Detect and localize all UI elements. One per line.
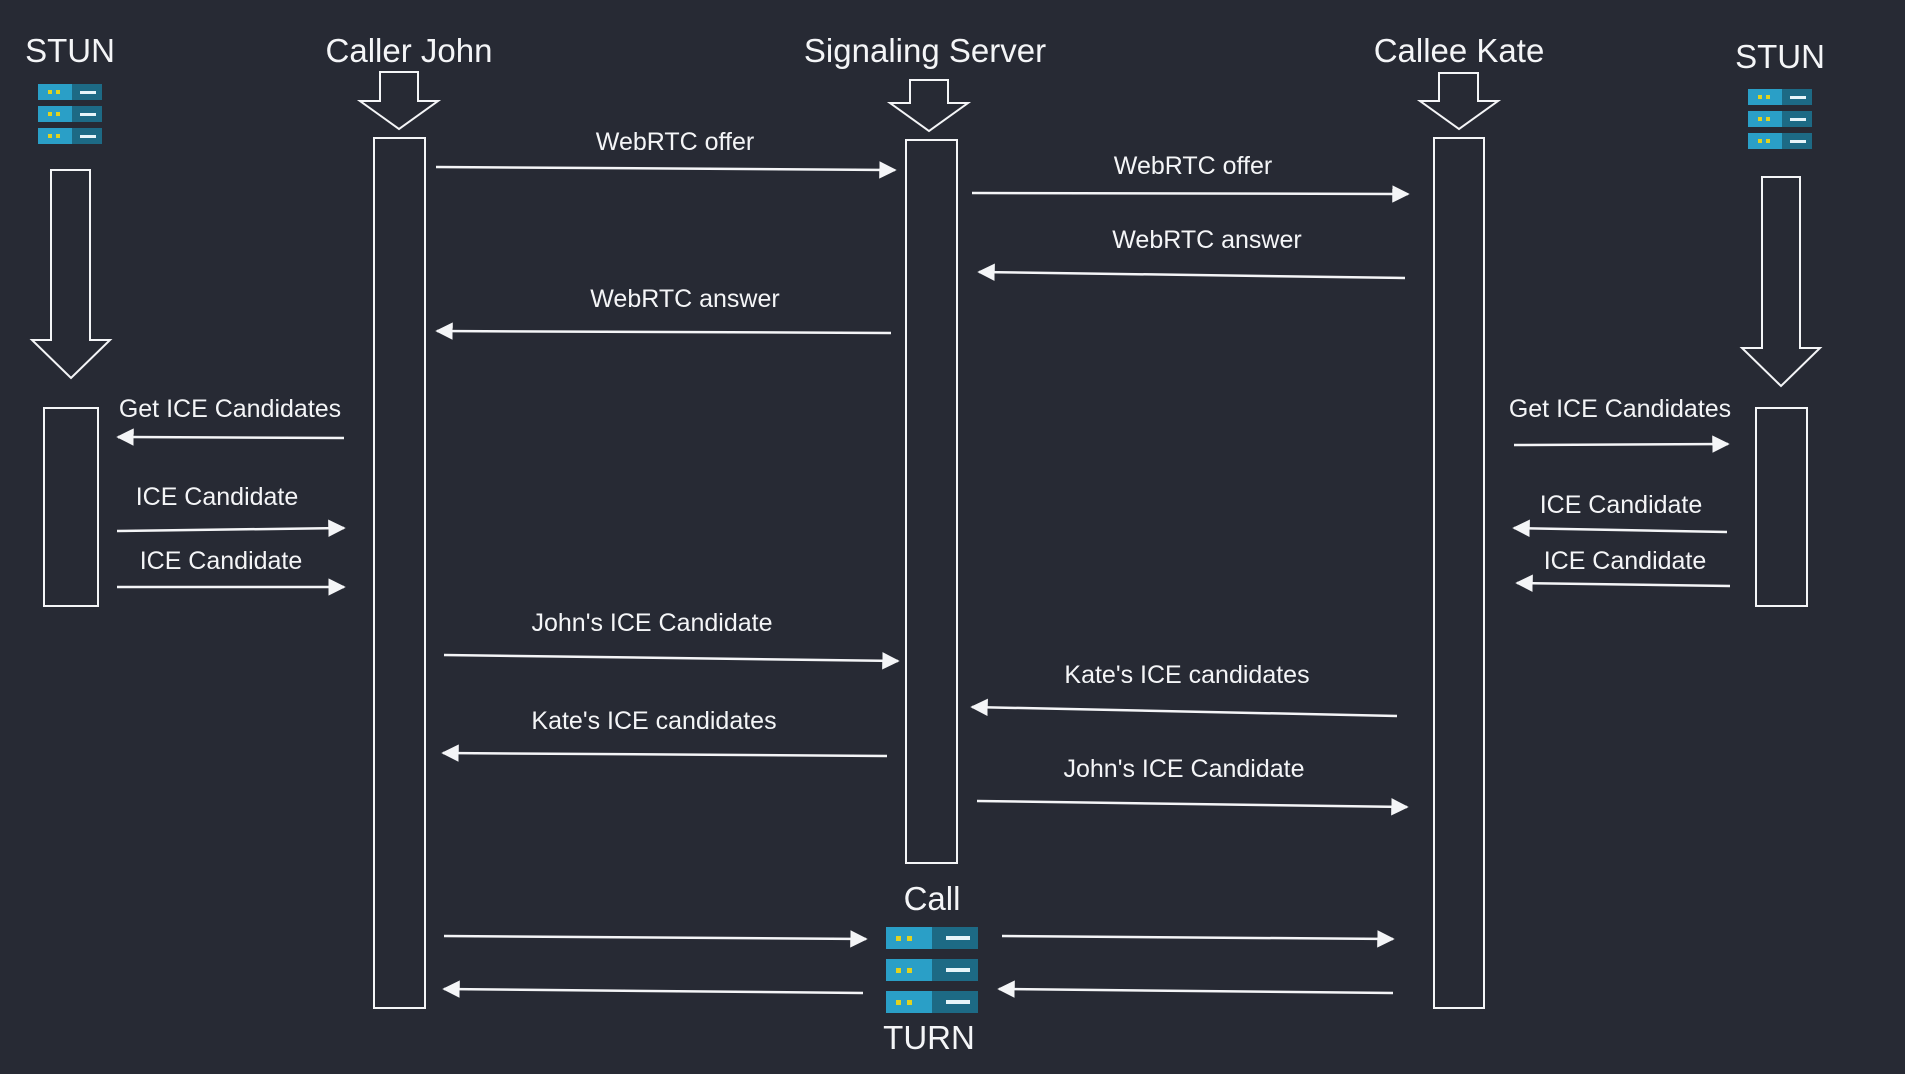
- stun-right-title: STUN: [1735, 38, 1825, 75]
- arrow-call-kate-to-turn: [997, 980, 1394, 998]
- msg-kate-ice-1: ICE Candidate: [1540, 491, 1703, 519]
- arrow-kate-offer: [971, 185, 1410, 203]
- callee-title: Callee Kate: [1374, 32, 1545, 69]
- signaling-lifeline: [905, 139, 958, 864]
- arrow-john-offer: [435, 161, 897, 179]
- turn-server-icon: [886, 927, 978, 1013]
- arrow-call-turn-to-john: [442, 980, 864, 998]
- arrow-john-ice-1: [116, 519, 346, 537]
- msg-kate-get-ice: Get ICE Candidates: [1509, 395, 1731, 423]
- msg-john-answer: WebRTC answer: [590, 285, 779, 313]
- msg-john-get-ice: Get ICE Candidates: [119, 395, 341, 423]
- arrow-john-ice-to-server: [443, 652, 900, 670]
- msg-john-ice-to-kate: John's ICE Candidate: [1063, 755, 1304, 783]
- caller-lifeline: [373, 137, 426, 1009]
- stun-left-box: [43, 407, 99, 607]
- msg-john-ice-to-server: John's ICE Candidate: [531, 609, 772, 637]
- caller-down-arrow: [356, 71, 442, 131]
- arrow-kate-get-ice: [1513, 435, 1730, 453]
- msg-john-ice-2: ICE Candidate: [140, 547, 303, 575]
- stun-right-big-arrow: [1739, 176, 1823, 388]
- signaling-title: Signaling Server: [804, 32, 1046, 69]
- arrow-john-ice-to-kate: [976, 798, 1409, 816]
- stun-right-box: [1755, 407, 1808, 607]
- arrow-kate-ice-to-server: [970, 698, 1398, 718]
- stun-right-server-icon: [1748, 89, 1812, 149]
- stun-left-big-arrow: [29, 169, 113, 380]
- call-label: Call: [904, 880, 961, 917]
- msg-kate-answer: WebRTC answer: [1112, 226, 1301, 254]
- msg-kate-ice-to-server: Kate's ICE candidates: [1064, 661, 1309, 689]
- arrow-kate-ice-2: [1515, 574, 1731, 592]
- arrow-call-turn-to-kate: [1001, 930, 1395, 948]
- arrow-kate-ice-1: [1512, 519, 1728, 538]
- signaling-down-arrow: [886, 79, 972, 133]
- arrow-call-john-to-turn: [443, 930, 868, 948]
- callee-lifeline: [1433, 137, 1485, 1009]
- msg-kate-ice-2: ICE Candidate: [1544, 547, 1707, 575]
- msg-john-ice-1: ICE Candidate: [136, 483, 299, 511]
- msg-kate-offer: WebRTC offer: [1114, 152, 1272, 180]
- arrow-john-answer: [435, 322, 892, 340]
- stun-left-title: STUN: [25, 32, 115, 69]
- callee-down-arrow: [1416, 72, 1502, 131]
- arrow-kate-ice-to-john: [441, 744, 888, 762]
- msg-john-offer: WebRTC offer: [596, 128, 754, 156]
- stun-left-server-icon: [38, 84, 102, 144]
- arrow-john-get-ice: [116, 428, 345, 446]
- turn-label: TURN: [883, 1019, 975, 1056]
- msg-kate-ice-to-john: Kate's ICE candidates: [531, 707, 776, 735]
- arrow-kate-answer: [977, 263, 1406, 281]
- caller-title: Caller John: [326, 32, 493, 69]
